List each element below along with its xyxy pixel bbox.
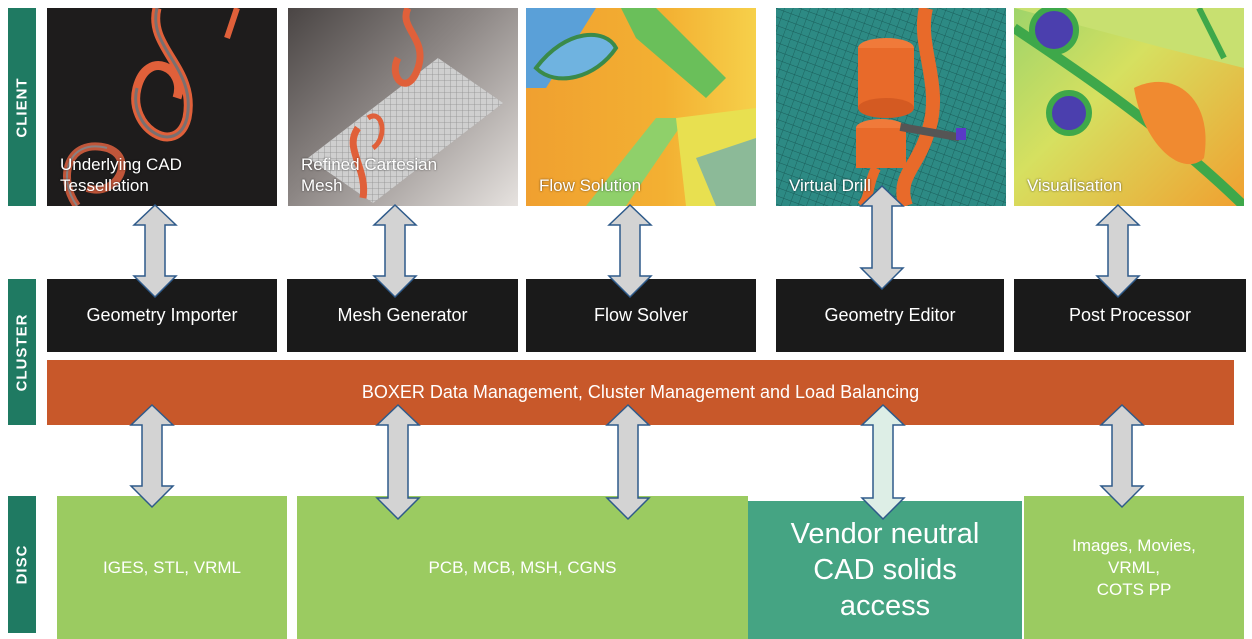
module-mesh-generator: Mesh Generator [287,279,518,352]
module-geometry-editor: Geometry Editor [776,279,1004,352]
disc-outputs: Images, Movies, VRML, COTS PP [1024,496,1244,639]
tile-label-mesh-line2: Mesh [301,176,343,195]
flow-solution-image [526,8,756,206]
vendor-line-2: CAD solids [813,554,957,586]
module-flow-solver: Flow Solver [526,279,756,352]
vendor-line-1: Vendor neutral [790,518,980,550]
client-tile-cad-tessellation: Underlying CAD Tessellation [47,8,277,206]
tile-label-vis: Visualisation [1027,175,1122,196]
module-post-processor: Post Processor [1014,279,1246,352]
tile-label-drill-line1: Virtual Drill [789,176,871,195]
tile-label-mesh: Refined Cartesian Mesh [301,154,437,196]
tier-label-cluster-text: CLUSTER [13,313,31,391]
tier-label-cluster: CLUSTER [8,279,36,425]
boxer-data-management-bar: BOXER Data Management, Cluster Managemen… [47,360,1234,425]
client-tile-visualisation: Visualisation [1014,8,1244,206]
visualisation-image [1014,8,1244,206]
client-tile-flow-solution: Flow Solution [526,8,756,206]
tier-label-disc-text: DISC [13,544,31,585]
tile-label-vis-line1: Visualisation [1027,176,1123,195]
outputs-line-1: Images, Movies, [1072,535,1196,555]
tile-label-cad: Underlying CAD Tessellation [60,154,182,196]
client-tile-virtual-drill: Virtual Drill [776,8,1006,206]
tile-label-cad-line1: Underlying CAD [60,155,182,174]
tile-label-drill: Virtual Drill [789,175,871,196]
outputs-line-2: VRML, [1108,557,1160,577]
cad-tessellation-image [63,8,240,206]
tier-label-client: CLIENT [8,8,36,206]
tile-label-cad-line2: Tessellation [60,176,149,195]
tier-label-client-text: CLIENT [13,76,31,138]
vendor-line-3: access [839,590,931,622]
virtual-drill-image [776,8,1006,206]
module-geometry-importer: Geometry Importer [47,279,277,352]
disc-formats-iges: IGES, STL, VRML [57,496,287,639]
outputs-line-3: COTS PP [1096,579,1172,599]
disc-vendor-cad-access: Vendor neutral CAD solids access [748,501,1022,639]
tile-label-flow-line1: Flow Solution [539,176,642,195]
tile-label-flow: Flow Solution [539,175,641,196]
cartesian-mesh-image [308,8,503,203]
tile-label-mesh-line1: Refined Cartesian [301,155,438,174]
tier-label-disc: DISC [8,496,36,633]
disc-formats-pcb: PCB, MCB, MSH, CGNS [297,496,748,639]
client-tile-cartesian-mesh: Refined Cartesian Mesh [288,8,518,206]
